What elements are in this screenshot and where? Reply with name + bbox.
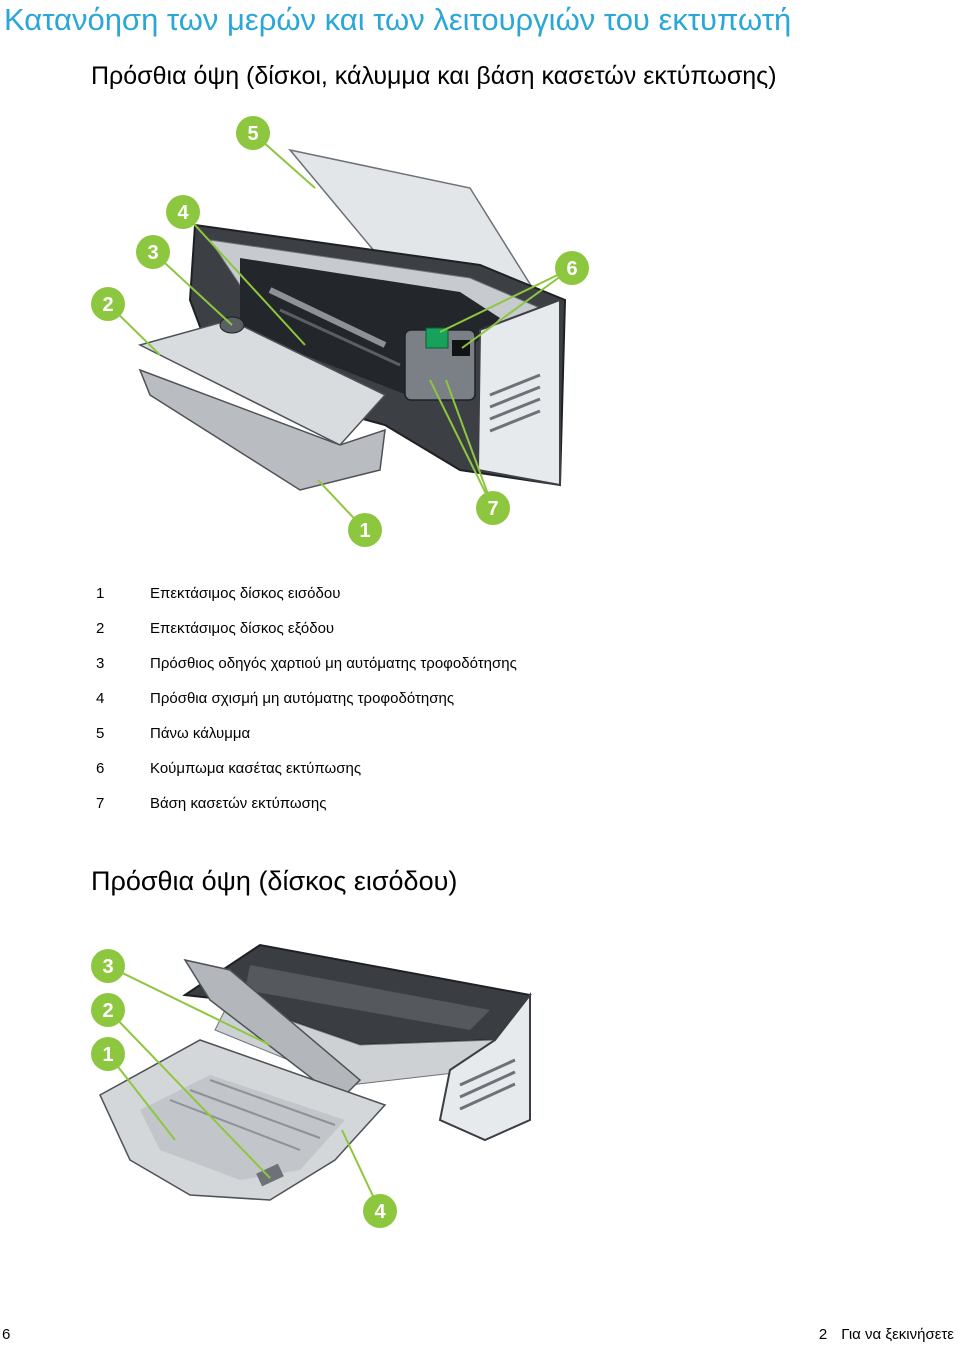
legend-text: Επεκτάσιμος δίσκος εισόδου <box>150 585 341 602</box>
legend-item: 2 Επεκτάσιμος δίσκος εξόδου <box>96 619 517 654</box>
chapter-number: 2 <box>818 1326 828 1343</box>
callout-cartridge-latch: 6 <box>566 258 577 280</box>
legend-item: 4 Πρόσθια σχισμή μη αυτόματης τροφοδότηση… <box>96 689 517 724</box>
legend-item: 3 Πρόσθιος οδηγός χαρτιού μη αυτόματης τρ… <box>96 654 517 689</box>
legend-item: 6 Κούμπωμα κασέτας εκτύπωσης <box>96 759 517 794</box>
footer-chapter: 2 Για να ξεκινήσετε <box>819 1326 954 1343</box>
legend-number: 4 <box>96 690 105 707</box>
legend-text: Πρόσθια σχισμή μη αυτόματης τροφοδότησης <box>150 690 455 707</box>
section-title-front-view-trays: Πρόσθια όψη (δίσκοι, κάλυμμα και βάση κα… <box>91 62 777 90</box>
legend-number: 1 <box>96 585 105 602</box>
callout-input-tray: 1 <box>102 1044 113 1066</box>
legend-text: Κούμπωμα κασέτας εκτύπωσης <box>150 760 362 777</box>
legend-text: Επεκτάσιμος δίσκος εξόδου <box>150 620 335 637</box>
chapter-title: Για να ξεκινήσετε <box>841 1326 954 1343</box>
callout-manual-feed-slot: 4 <box>177 202 189 224</box>
callout-cartridge-cradle: 7 <box>487 498 498 520</box>
callout-output-tray: 3 <box>102 956 113 978</box>
page-number: 6 <box>2 1326 11 1343</box>
legend-item: 1 Επεκτάσιμος δίσκος εισόδου <box>96 584 517 619</box>
printer-input-tray-illustration: 3 2 1 4 <box>91 943 532 1228</box>
legend-item: 7 Βάση κασετών εκτύπωσης <box>96 794 517 829</box>
legend-text: Βάση κασετών εκτύπωσης <box>150 795 327 812</box>
printer-front-view-illustration: 5 4 3 6 2 1 7 <box>91 116 589 547</box>
legend-number: 7 <box>96 795 105 812</box>
callout-output-tray: 2 <box>102 294 113 316</box>
legend-number: 2 <box>96 620 105 637</box>
section-title-input-tray-view: Πρόσθια όψη (δίσκος εισόδου) <box>91 866 458 896</box>
legend-number: 5 <box>96 725 105 742</box>
callout-paper-guide: 2 <box>102 1000 113 1022</box>
page-title: Κατανόηση των μερών και των λειτουργιών … <box>4 2 792 37</box>
callout-feed-slot: 4 <box>374 1201 386 1223</box>
legend-item: 5 Πάνω κάλυμμα <box>96 724 517 759</box>
callout-top-cover: 5 <box>247 123 258 145</box>
callout-manual-feed-guide: 3 <box>147 242 158 264</box>
callout-input-tray: 1 <box>359 520 370 542</box>
legend-number: 3 <box>96 655 105 672</box>
legend-text: Πρόσθιος οδηγός χαρτιού μη αυτόματης τρο… <box>150 655 517 672</box>
parts-legend: 1 Επεκτάσιμος δίσκος εισόδου 2 Επεκτάσιμος… <box>96 584 517 829</box>
legend-number: 6 <box>96 760 105 777</box>
legend-text: Πάνω κάλυμμα <box>150 725 251 742</box>
